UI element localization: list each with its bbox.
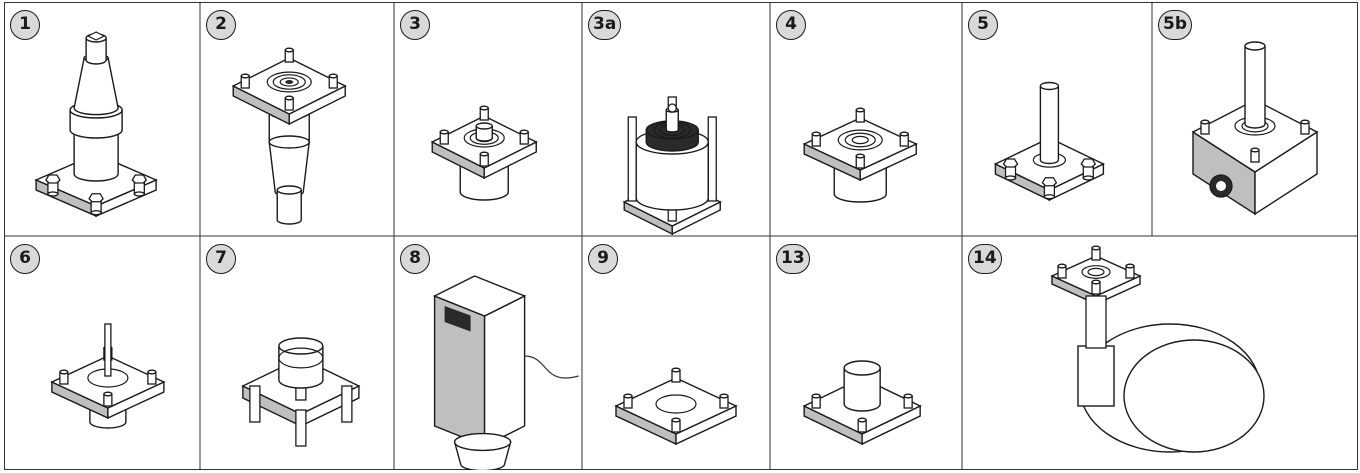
component-cell-5: 5 <box>962 2 1152 236</box>
diaphragm-actuator-icon <box>1050 245 1265 453</box>
component-cell-3a: 3a <box>582 2 770 236</box>
component-cell-14: 14 <box>962 236 1358 470</box>
component-cell-9: 9 <box>582 236 770 470</box>
spindle-top-cover-icon <box>34 31 158 218</box>
component-cell-13: 13 <box>770 236 962 470</box>
solenoid-armature-tube-icon <box>993 81 1106 202</box>
component-cell-4: 4 <box>770 2 962 236</box>
component-cell-3: 3 <box>394 2 582 236</box>
blind-cap-cover-icon <box>241 337 361 447</box>
component-cell-1: 1 <box>4 2 200 236</box>
item-number-badge: 2 <box>206 10 236 40</box>
component-cell-2: 2 <box>200 2 394 236</box>
component-grid: 1 2 3 3a 4 5 5b 6 7 8 9 13 14 <box>4 2 1358 470</box>
electric-actuator-icon <box>432 275 579 470</box>
cage-top-cover-icon <box>622 96 722 236</box>
item-number-badge: 3a <box>588 10 622 40</box>
solenoid-cover-with-manual-knob-icon <box>1191 41 1319 216</box>
grid-lines <box>4 2 1358 470</box>
item-number-badge: 4 <box>776 10 806 40</box>
item-number-badge: 6 <box>10 244 40 274</box>
item-number-badge: 3 <box>400 10 430 40</box>
item-number-badge: 8 <box>400 244 430 274</box>
short-top-cover-icon <box>430 105 538 201</box>
blank-flange-plate-icon <box>614 367 738 446</box>
component-cell-7: 7 <box>200 236 394 470</box>
component-cell-8: 8 <box>394 236 582 470</box>
component-cell-5b: 5b <box>1152 2 1358 236</box>
inverted-spindle-cover-icon <box>231 47 347 225</box>
item-number-badge: 13 <box>776 244 810 274</box>
item-number-badge: 9 <box>588 244 618 274</box>
item-number-badge: 1 <box>10 10 40 40</box>
pilot-stem-cover-icon <box>50 323 166 429</box>
item-number-badge: 5b <box>1158 10 1192 40</box>
item-number-badge: 7 <box>206 244 236 274</box>
component-cell-6: 6 <box>4 236 200 470</box>
item-number-badge: 14 <box>968 244 1002 274</box>
flat-top-cover-icon <box>802 107 918 203</box>
item-number-badge: 5 <box>968 10 998 40</box>
plug-flange-plate-icon <box>802 360 922 446</box>
